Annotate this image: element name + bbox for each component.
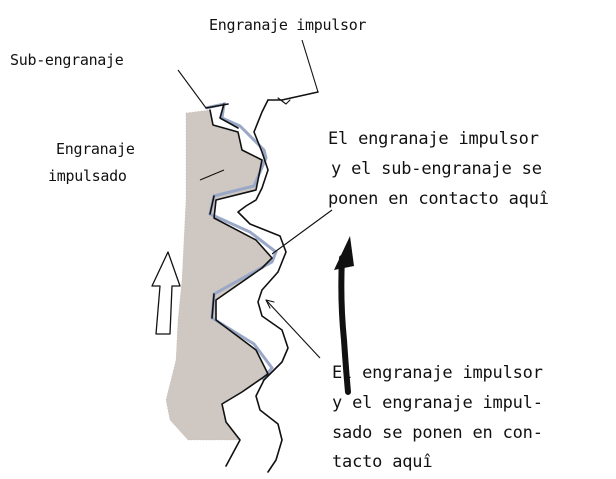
driven-gear-body: [166, 110, 272, 440]
label-contact-sub-2: y el sub-engranaje se: [331, 159, 542, 179]
leader-driven-gear: [199, 169, 225, 181]
leader-sub-gear: [177, 69, 207, 109]
label-contact-driven-4: tacto aquî: [332, 452, 432, 472]
drive-gear-outline: [237, 99, 289, 473]
label-sub-gear: Sub-engranaje: [10, 51, 124, 69]
hollow-arrow: [151, 251, 181, 335]
leader-drive-gear: [301, 39, 319, 93]
drive-gear-outer-edge: [267, 91, 319, 101]
label-drive-gear: Engranaje impulsor: [209, 16, 366, 34]
leader-contact-sub: [271, 209, 333, 255]
contact-driven-arrowhead: [265, 299, 275, 309]
drive-gear-hatch: [277, 97, 291, 105]
label-contact-driven-1: El engranaje impulsor: [332, 363, 543, 383]
solid-arrow: [338, 255, 351, 395]
label-driven-gear-1: Engranaje: [56, 140, 135, 158]
solid-arrowhead: [334, 236, 354, 270]
label-contact-driven-2: y el engranaje impul-: [332, 393, 543, 413]
sub-gear-outline: [205, 103, 239, 319]
label-contact-driven-3: sado se ponen en con-: [332, 423, 543, 443]
label-contact-sub-1: El engranaje impulsor: [328, 129, 539, 149]
leader-contact-driven: [265, 299, 321, 359]
label-driven-gear-2: impulsado: [48, 167, 127, 185]
driven-gear-outline: [209, 109, 273, 467]
label-contact-sub-3: ponen en contacto aquî: [328, 189, 549, 209]
